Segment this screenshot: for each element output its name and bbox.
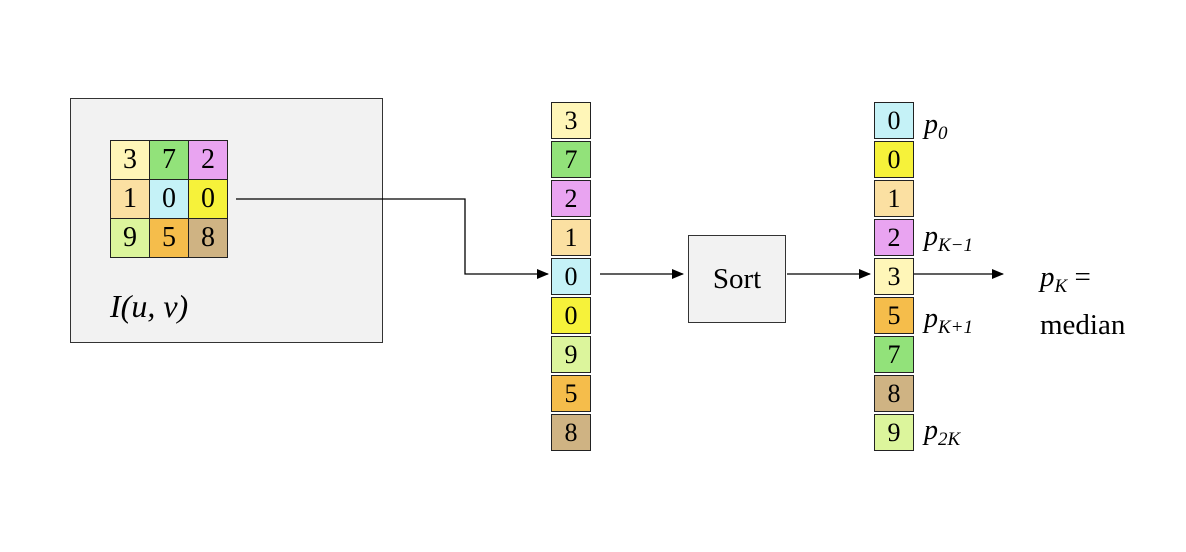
median-word: median [1040,309,1126,341]
sorted-cell: 3 [874,258,914,296]
unsorted-cell: 7 [551,141,591,179]
grid-cell: 0 [188,179,228,219]
sorted-cell: 7 [874,336,914,374]
unsorted-cell: 5 [551,375,591,413]
sort-box: Sort [688,235,786,323]
image-label: I(u, v) [110,288,189,324]
label-pk-plus-1: pK+1 [924,303,973,338]
sort-label: Sort [712,262,762,295]
unsorted-cell: 0 [551,258,591,296]
median-label: pK = median [1040,258,1125,344]
grid-cell: 5 [149,218,189,258]
sorted-cell: 0 [874,141,914,179]
grid-cell: 8 [188,218,228,258]
sorted-cell: 8 [874,375,914,413]
sorted-cell: 1 [874,180,914,218]
grid-cell: 3 [110,140,150,180]
sorted-cell: 0 [874,102,914,140]
label-p2k: p2K [924,415,961,450]
sorted-cell: 2 [874,219,914,257]
label-p0: p0 [924,109,948,144]
unsorted-cell: 9 [551,336,591,374]
median-formula: pK = [1040,261,1091,297]
grid-cell: 9 [110,218,150,258]
unsorted-cell: 1 [551,219,591,257]
grid-cell: 0 [149,179,189,219]
unsorted-cell: 2 [551,180,591,218]
sorted-cell: 5 [874,297,914,335]
label-pk-minus-1: pK−1 [924,221,973,256]
unsorted-cell: 0 [551,297,591,335]
unsorted-cell: 8 [551,414,591,452]
grid-to-column-arrow [236,198,549,279]
unsorted-cell: 3 [551,102,591,140]
sorted-cell: 9 [874,414,914,452]
